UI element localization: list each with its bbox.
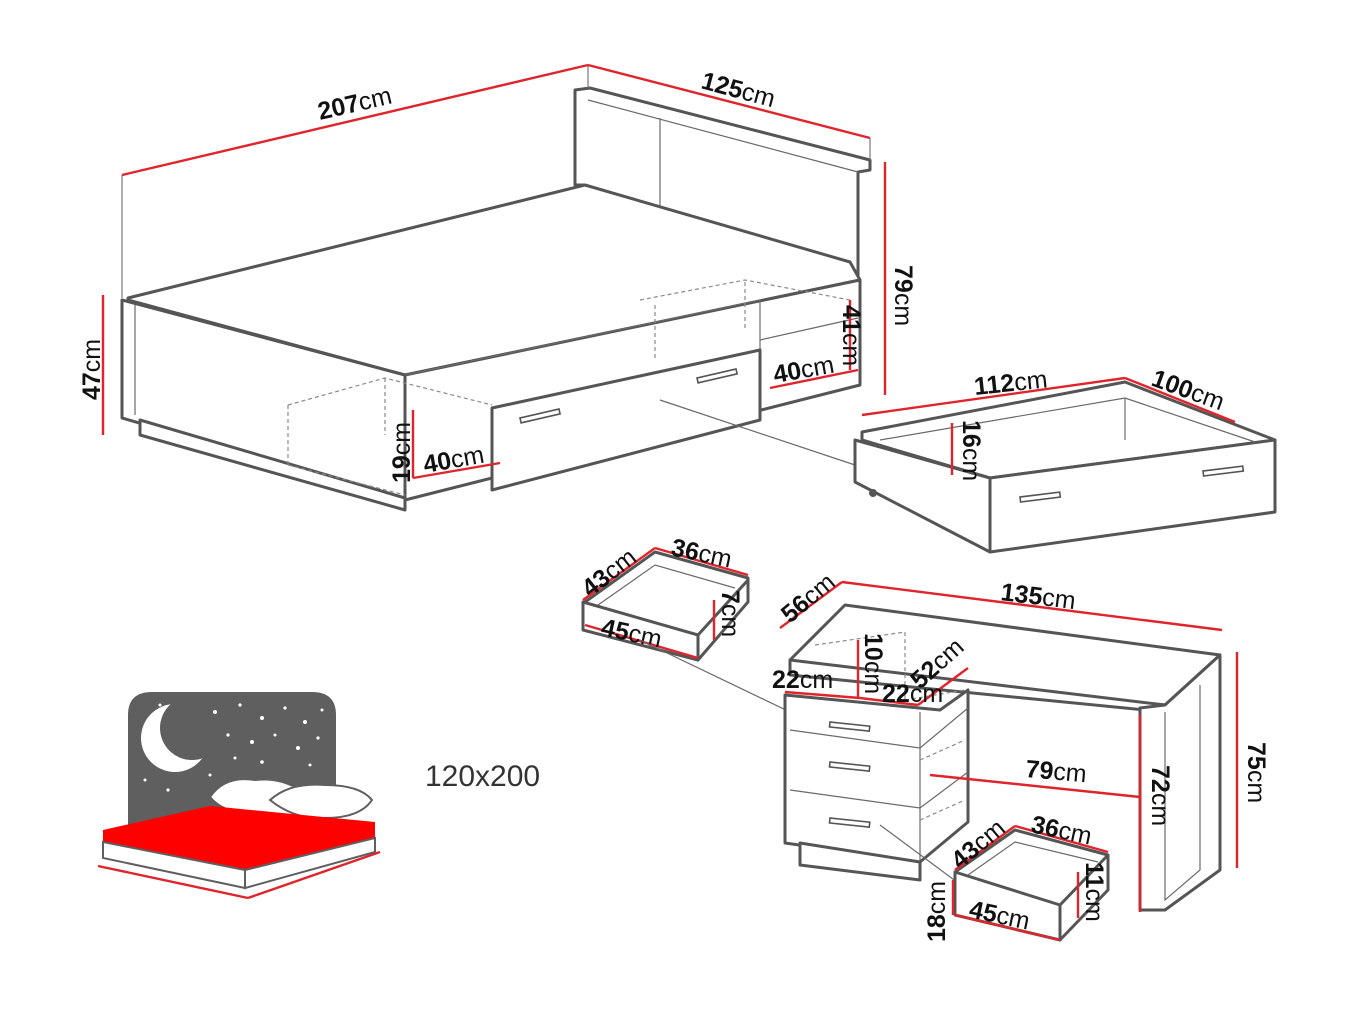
desk-drawing bbox=[783, 603, 1222, 912]
desk-drawer-bottom-dimensions bbox=[951, 824, 1109, 942]
dim-line-drawer-length bbox=[861, 376, 1126, 417]
dim-line-desk-width bbox=[841, 580, 1223, 632]
label-bed-height: 47cm bbox=[78, 339, 106, 400]
label-top-drawer-width: 36cm bbox=[669, 533, 735, 573]
bed-drawer-dimensions bbox=[861, 376, 1236, 475]
dim-line-top-drawer-front bbox=[584, 623, 699, 660]
dim-line-bottom-drawer-depth bbox=[954, 825, 1016, 871]
label-legroom-height: 72cm bbox=[1146, 765, 1174, 826]
label-bottom-drawer-width: 36cm bbox=[1029, 810, 1095, 850]
label-desk-height: 75cm bbox=[1242, 742, 1270, 803]
dim-line-top-drawer-width bbox=[654, 546, 749, 577]
desk-drawer-top-drawing bbox=[581, 550, 750, 662]
desk-drawer-top-dimensions bbox=[582, 546, 749, 660]
label-bottom-drawer-height: 11cm bbox=[1080, 862, 1108, 922]
label-top-drawer-front: 45cm bbox=[599, 613, 665, 653]
dim-line-drawer-depth bbox=[1124, 376, 1236, 424]
label-headboard-height: 79cm bbox=[889, 265, 917, 326]
label-compartment-height: 41cm bbox=[837, 305, 865, 366]
dim-line-bottom-drawer-front bbox=[954, 913, 1061, 942]
dim-line-bed-length bbox=[121, 63, 589, 177]
bed-drawer-drawing bbox=[853, 380, 1277, 554]
desk-dimensions bbox=[779, 580, 1239, 912]
label-pedestal-width-b: 22cm bbox=[882, 680, 943, 708]
dim-line-bed-width bbox=[587, 63, 871, 140]
label-bed-width: 125cm bbox=[698, 67, 778, 113]
dim-line-legroom-width bbox=[929, 773, 1141, 799]
dim-line-open-depth bbox=[412, 461, 501, 480]
size-label: 120x200 bbox=[425, 760, 540, 793]
bed-drawer-front bbox=[490, 348, 762, 492]
label-open-depth: 40cm bbox=[421, 441, 486, 479]
dim-line-compartment-depth bbox=[769, 368, 859, 390]
label-bottom-drawer-front-height: 18cm bbox=[923, 881, 951, 942]
label-pedestal-width-a: 22cm bbox=[772, 666, 833, 694]
dim-line-pedestal-depth bbox=[917, 667, 969, 706]
label-legroom-width: 79cm bbox=[1024, 755, 1087, 788]
label-compartment-depth: 40cm bbox=[771, 351, 836, 389]
desk-drawer-bottom-drawing bbox=[953, 828, 1110, 942]
dim-line-pedestal-width-a bbox=[784, 690, 861, 700]
bed-dimensions bbox=[101, 63, 887, 480]
label-open-height: 19cm bbox=[388, 422, 416, 483]
dim-line-pedestal-width-b bbox=[859, 696, 919, 707]
label-drawer-height: 16cm bbox=[957, 420, 985, 481]
label-top-drawer-height: 7cm bbox=[716, 590, 744, 637]
label-desk-width: 135cm bbox=[999, 578, 1077, 615]
label-pedestal-height: 10cm bbox=[859, 633, 887, 694]
label-bottom-drawer-front: 45cm bbox=[967, 895, 1033, 935]
label-drawer-length: 112cm bbox=[973, 365, 1049, 401]
dim-line-desk-depth bbox=[779, 581, 843, 629]
bed-drawing bbox=[120, 86, 872, 512]
dim-line-top-drawer-depth bbox=[582, 547, 656, 601]
dim-line-bottom-drawer-width bbox=[1014, 824, 1109, 854]
night-bed-icon bbox=[97, 692, 381, 900]
